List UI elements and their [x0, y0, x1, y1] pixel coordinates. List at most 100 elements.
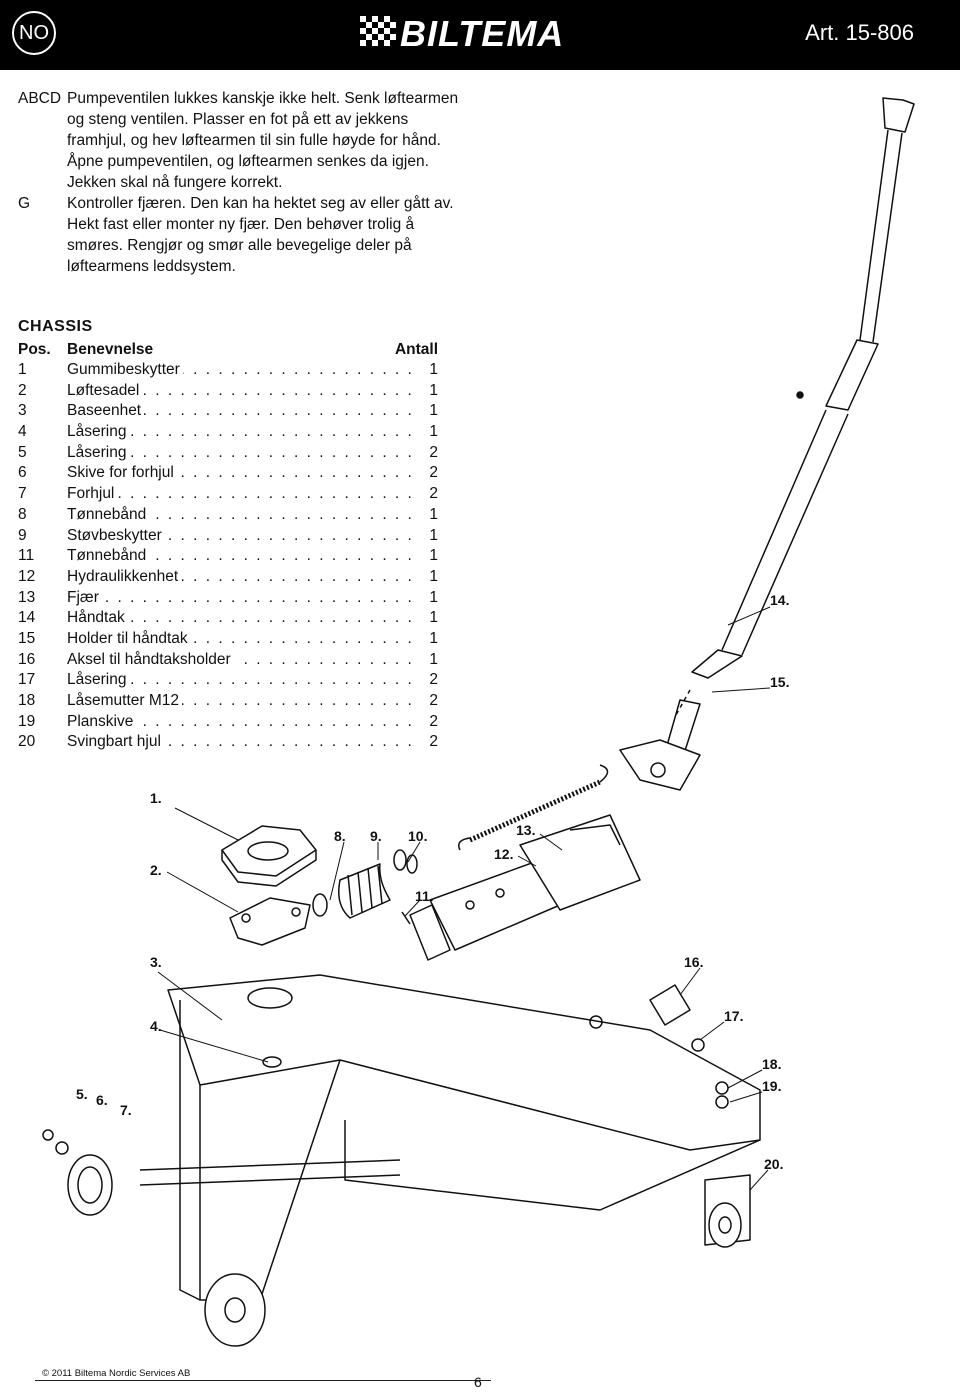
part-qty: 1: [429, 547, 438, 565]
spring-drawing: [458, 764, 609, 851]
parts-row: 6. . . . . . . . . . . . . . . . . . . .…: [18, 463, 438, 484]
part-pos: 15: [18, 629, 36, 647]
part-pos: 14: [18, 609, 36, 627]
part-name: Hydraulikkenhet: [67, 567, 182, 585]
leader-dots: . . . . . . . . . . . . . . . . . . . . …: [67, 505, 420, 523]
part-pos: 18: [18, 692, 36, 709]
part-name-cell: . . . . . . . . . . . . . . . . . . . . …: [67, 650, 420, 671]
part-name-cell: . . . . . . . . . . . . . . . . . . . . …: [67, 401, 420, 422]
part-name-cell: . . . . . . . . . . . . . . . . . . . . …: [67, 670, 420, 691]
parts-list-header: Pos. Benevnelse Antall: [18, 339, 438, 360]
leader-dots: . . . . . . . . . . . . . . . . . . . . …: [67, 423, 420, 441]
callout-11: 11.: [415, 888, 434, 904]
callout-8: 8.: [334, 828, 346, 844]
part-pos: 7: [18, 485, 27, 503]
part-pos: 1: [18, 361, 27, 378]
part-qty: 2: [429, 712, 438, 730]
callout-10: 10.: [408, 828, 428, 844]
saddle-drawing: [221, 825, 317, 946]
part-name-cell: . . . . . . . . . . . . . . . . . . . . …: [67, 381, 420, 402]
part-qty: 2: [429, 443, 438, 461]
callout-9: 9.: [370, 828, 382, 844]
hydraulic-unit-drawing: [409, 814, 641, 961]
header-bar: NO BILTEMA Art. 15-806: [0, 0, 960, 70]
parts-row: 11. . . . . . . . . . . . . . . . . . . …: [18, 546, 438, 567]
part-name: Holder til håndtak: [67, 629, 191, 647]
part-name: Låsering: [67, 671, 130, 689]
parts-row: 16. . . . . . . . . . . . . . . . . . . …: [18, 650, 438, 671]
part-name-cell: . . . . . . . . . . . . . . . . . . . . …: [67, 360, 420, 381]
leader-dots: . . . . . . . . . . . . . . . . . . . . …: [67, 402, 420, 420]
part-qty: 1: [429, 588, 438, 606]
part-name-cell: . . . . . . . . . . . . . . . . . . . . …: [67, 422, 420, 443]
part-pos: 20: [18, 733, 36, 751]
callout-6: 6.: [96, 1092, 108, 1108]
part-pos: 6: [18, 464, 27, 482]
part-qty: 1: [429, 402, 438, 420]
dust-boot-drawing: [312, 849, 418, 925]
article-number: Art. 15-806: [805, 20, 914, 45]
parts-row: 13. . . . . . . . . . . . . . . . . . . …: [18, 588, 438, 609]
parts-row: 7 . . . . . . . . . . . . . . . . . . . .…: [18, 484, 438, 505]
part-qty: 1: [429, 381, 438, 399]
leader-lines: [157, 606, 771, 1191]
note-code: ABCD: [18, 90, 62, 107]
callout-19: 19.: [762, 1078, 782, 1094]
front-wheels-drawing: [42, 1129, 266, 1347]
brand-name: BILTEMA: [400, 13, 565, 54]
part-name-cell: . . . . . . . . . . . . . . . . . . . . …: [67, 526, 420, 547]
part-name-cell: . . . . . . . . . . . . . . . . . . . . …: [67, 608, 420, 629]
part-name: Låsering: [67, 443, 130, 461]
note-text: Kontroller fjæren. Den kan ha hektet seg…: [67, 195, 454, 275]
leader-dots: . . . . . . . . . . . . . . . . . . . . …: [67, 671, 420, 689]
part-name: Forhjul: [67, 485, 118, 503]
leader-dots: . . . . . . . . . . . . . . . . . . . . …: [67, 381, 420, 399]
part-name-cell: . . . . . . . . . . . . . . . . . . . . …: [67, 588, 420, 609]
part-pos: 8: [18, 505, 27, 523]
parts-row: 15 . . . . . . . . . . . . . . . . . . . …: [18, 629, 438, 650]
parts-row: 17 . . . . . . . . . . . . . . . . . . . …: [18, 670, 438, 691]
part-qty: 1: [429, 609, 438, 627]
parts-row: 8 . . . . . . . . . . . . . . . . . . . .…: [18, 505, 438, 526]
part-qty: 2: [429, 485, 438, 503]
part-name: Tønnebånd: [67, 547, 150, 565]
note-code: G: [18, 195, 31, 212]
exploded-view-diagram: [42, 97, 915, 1347]
part-name: Håndtak: [67, 609, 128, 627]
part-name-cell: . . . . . . . . . . . . . . . . . . . . …: [67, 691, 420, 712]
part-pos: 17: [18, 671, 36, 689]
parts-row: 20. . . . . . . . . . . . . . . . . . . …: [18, 732, 438, 753]
parts-row: 19 . . . . . . . . . . . . . . . . . . . …: [18, 712, 438, 733]
part-pos: 2: [18, 381, 27, 399]
parts-row: 1 . . . . . . . . . . . . . . . . . . . .…: [18, 360, 438, 381]
part-qty: 1: [429, 650, 438, 668]
part-name: Aksel til håndtaksholder: [67, 650, 234, 668]
parts-row: 4 . . . . . . . . . . . . . . . . . . . .…: [18, 422, 438, 443]
part-qty: 2: [429, 671, 438, 689]
parts-row: 18 . . . . . . . . . . . . . . . . . . . …: [18, 691, 438, 712]
part-name: Støvbeskytter: [67, 526, 165, 544]
parts-row: 12. . . . . . . . . . . . . . . . . . . …: [18, 567, 438, 588]
leader-dots: . . . . . . . . . . . . . . . . . . . . …: [67, 712, 420, 730]
handle-holder-drawing: [619, 689, 701, 791]
part-qty: 1: [429, 423, 438, 441]
part-qty: 1: [429, 567, 438, 585]
part-pos: 19: [18, 712, 36, 730]
part-name-cell: . . . . . . . . . . . . . . . . . . . . …: [67, 712, 420, 733]
page-number: 6: [474, 1374, 482, 1390]
parts-row: 3. . . . . . . . . . . . . . . . . . . .…: [18, 401, 438, 422]
part-qty: 2: [429, 464, 438, 482]
leader-dots: . . . . . . . . . . . . . . . . . . . . …: [67, 485, 420, 503]
part-pos: 9: [18, 526, 27, 544]
part-name-cell: . . . . . . . . . . . . . . . . . . . . …: [67, 629, 420, 650]
note-item: ABCD Pumpeventilen lukkes kanskje ikke h…: [18, 88, 468, 193]
callout-7: 7.: [120, 1102, 132, 1118]
part-pos: 4: [18, 423, 27, 441]
column-header-qty: Antall: [394, 341, 438, 358]
callout-1: 1.: [150, 790, 162, 806]
part-qty: 2: [429, 692, 438, 709]
parts-list: Pos. Benevnelse Antall 1 . . . . . . . . …: [18, 339, 438, 753]
parts-row: 2 . . . . . . . . . . . . . . . . . . . .…: [18, 381, 438, 402]
part-qty: 1: [429, 526, 438, 544]
part-qty: 2: [429, 733, 438, 751]
